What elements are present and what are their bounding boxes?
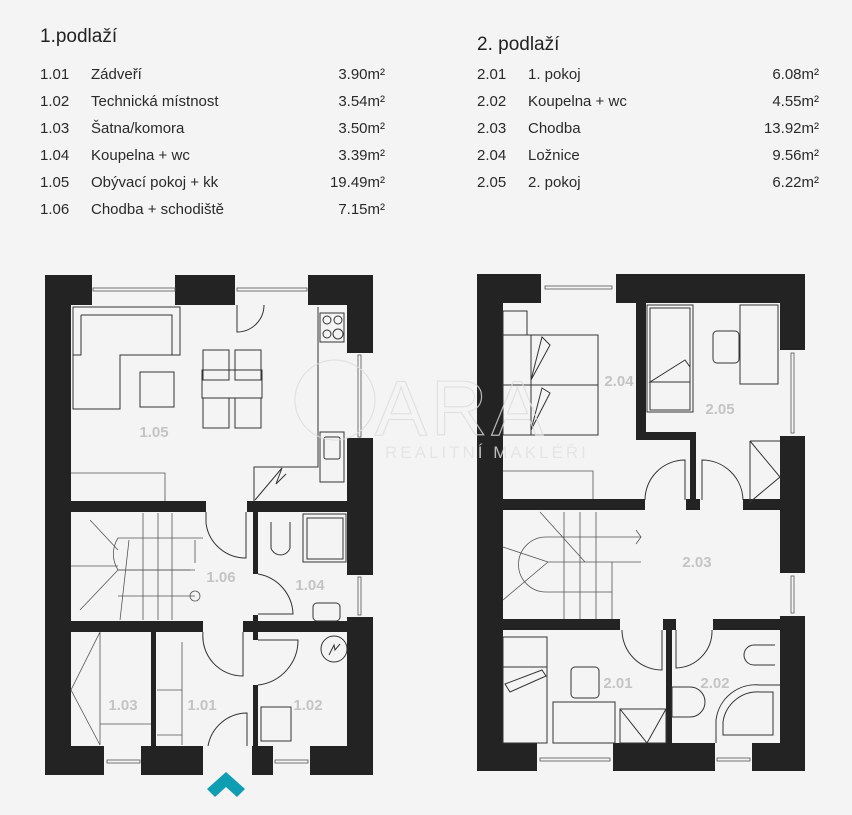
room-label-1.02: 1.02 bbox=[293, 697, 322, 714]
room-code: 1.05 bbox=[40, 174, 70, 191]
room-row: 2.01 1. pokoj 6.08m² bbox=[477, 61, 819, 88]
window-icon bbox=[92, 287, 362, 764]
room-row: 2.02 Koupelna + wc 4.55m² bbox=[477, 88, 819, 115]
double-bed-icon bbox=[502, 310, 599, 436]
room-label-2.05: 2.05 bbox=[705, 401, 734, 418]
room-name: Obývací pokoj + kk bbox=[91, 174, 219, 191]
kitchen-counter-icon bbox=[253, 307, 345, 501]
sofa-icon bbox=[72, 306, 181, 410]
staircase-icon bbox=[502, 511, 642, 619]
room-label-1.01: 1.01 bbox=[187, 697, 216, 714]
room-name: Chodba bbox=[528, 120, 581, 137]
room-row: 1.03 Šatna/komora 3.50m² bbox=[40, 115, 385, 142]
room-label-2.02: 2.02 bbox=[700, 675, 729, 692]
room-code: 1.01 bbox=[40, 66, 70, 83]
door-icon bbox=[202, 304, 299, 747]
room-code: 2.02 bbox=[477, 93, 507, 110]
staircase-icon bbox=[71, 513, 203, 621]
room-row: 1.04 Koupelna + wc 3.39m² bbox=[40, 142, 385, 169]
room-row: 2.03 Chodba 13.92m² bbox=[477, 115, 819, 142]
floor-1-title: 1.podlaží bbox=[40, 26, 118, 47]
room-label-1.06: 1.06 bbox=[206, 569, 235, 586]
room-code: 1.03 bbox=[40, 120, 70, 137]
room-name: Technická místnost bbox=[91, 93, 219, 110]
dresser-icon bbox=[503, 470, 594, 499]
bath-fixtures-icon bbox=[270, 513, 347, 622]
bath-fixtures-icon bbox=[671, 644, 780, 743]
wardrobe-icon bbox=[70, 631, 183, 746]
room-code: 2.01 bbox=[477, 66, 507, 83]
room-name: 1. pokoj bbox=[528, 66, 581, 83]
room-code: 1.02 bbox=[40, 93, 70, 110]
single-bed-icon bbox=[502, 636, 548, 744]
room-area: 3.54m² bbox=[338, 93, 385, 110]
svg-text:REALITNÍ MAKLÉŘI: REALITNÍ MAKLÉŘI bbox=[385, 443, 589, 462]
tv-unit-icon bbox=[71, 472, 166, 501]
desk-icon bbox=[552, 666, 616, 744]
room-area: 7.15m² bbox=[338, 201, 385, 218]
room-area: 3.39m² bbox=[338, 147, 385, 164]
room-label-1.05: 1.05 bbox=[139, 424, 168, 441]
entrance-arrow-icon bbox=[207, 772, 245, 797]
boiler-icon bbox=[320, 635, 348, 663]
room-code: 2.04 bbox=[477, 147, 507, 164]
room-area: 6.08m² bbox=[772, 66, 819, 83]
room-name: Koupelna + wc bbox=[528, 93, 627, 110]
watermark-logo: ARA REALITNÍ MAKLÉŘI bbox=[294, 359, 589, 462]
room-code: 1.04 bbox=[40, 147, 70, 164]
room-row: 1.01 Zádveří 3.90m² bbox=[40, 61, 385, 88]
room-area: 3.90m² bbox=[338, 66, 385, 83]
wardrobe-icon bbox=[619, 708, 667, 744]
wardrobe-icon bbox=[749, 440, 781, 504]
room-area: 9.56m² bbox=[772, 147, 819, 164]
room-label-2.04: 2.04 bbox=[604, 373, 634, 390]
floor-1-walls bbox=[45, 275, 373, 775]
dining-table-icon bbox=[201, 349, 263, 429]
room-area: 13.92m² bbox=[763, 120, 819, 137]
room-code: 1.06 bbox=[40, 201, 70, 218]
room-code: 2.03 bbox=[477, 120, 507, 137]
desk-icon bbox=[712, 304, 779, 385]
floor-2-walls bbox=[477, 274, 805, 771]
room-label-1.04: 1.04 bbox=[295, 577, 325, 594]
svg-text:ARA: ARA bbox=[375, 364, 547, 452]
room-name: Ložnice bbox=[528, 147, 580, 164]
room-label-1.03: 1.03 bbox=[108, 697, 137, 714]
room-row: 2.05 2. pokoj 6.22m² bbox=[477, 169, 819, 196]
window-icon bbox=[539, 285, 795, 762]
floor-2-title: 2. podlaží bbox=[477, 34, 560, 55]
room-name: Šatna/komora bbox=[91, 120, 185, 137]
room-code: 2.05 bbox=[477, 174, 507, 191]
room-area: 19.49m² bbox=[329, 174, 385, 191]
room-label-2.03: 2.03 bbox=[682, 554, 711, 571]
floor-2-room-list: 2.01 1. pokoj 6.08m² 2.02 Koupelna + wc 4.55… bbox=[477, 61, 819, 196]
coffee-table-icon bbox=[139, 371, 175, 408]
door-icon bbox=[621, 459, 744, 671]
room-row: 2.04 Ložnice 9.56m² bbox=[477, 142, 819, 169]
room-name: Chodba + schodiště bbox=[91, 201, 225, 218]
room-area: 3.50m² bbox=[338, 120, 385, 137]
floor-1-plan: 1.05 1.06 1.04 1.03 1.01 1.02 bbox=[45, 275, 373, 797]
room-row: 1.06 Chodba + schodiště 7.15m² bbox=[40, 196, 385, 223]
room-label-2.01: 2.01 bbox=[603, 675, 632, 692]
appliance-icon bbox=[260, 706, 292, 742]
single-bed-icon bbox=[646, 304, 694, 413]
stair-cut-icon bbox=[254, 467, 287, 501]
room-name: 2. pokoj bbox=[528, 174, 581, 191]
room-row: 1.05 Obývací pokoj + kk 19.49m² bbox=[40, 169, 385, 196]
room-row: 1.02 Technická místnost 3.54m² bbox=[40, 88, 385, 115]
room-area: 6.22m² bbox=[772, 174, 819, 191]
floor-2-plan: 2.04 2.05 2.03 2.01 2.02 bbox=[477, 274, 805, 771]
room-area: 4.55m² bbox=[772, 93, 819, 110]
floor-1-room-list: 1.01 Zádveří 3.90m² 1.02 Technická místnost… bbox=[40, 61, 385, 223]
room-name: Koupelna + wc bbox=[91, 147, 190, 164]
room-name: Zádveří bbox=[91, 66, 142, 83]
